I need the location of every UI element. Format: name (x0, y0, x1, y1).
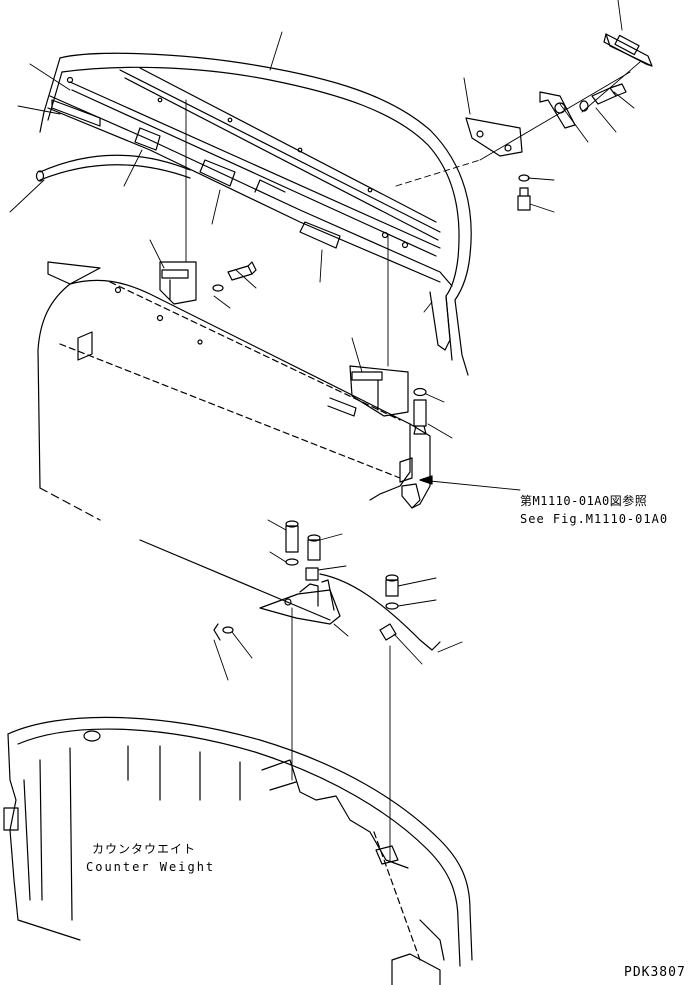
reference-label-jp: 第M1110-01A0図参照 (520, 494, 648, 508)
reference-label-en: See Fig.M1110-01A0 (520, 512, 669, 526)
counterweight-label-jp: カウンタウエイト (92, 842, 197, 856)
center-lines (185, 61, 641, 863)
hinge-right (349, 365, 427, 435)
cooling-box (37, 261, 431, 621)
counter-weight (3, 716, 473, 985)
hinge-left (159, 261, 257, 305)
counterweight-label-en: Counter Weight (86, 860, 216, 874)
reference-arrow (419, 475, 433, 485)
latch-assembly (465, 33, 653, 211)
stay-bracket (213, 520, 441, 651)
engine-hood (39, 52, 472, 376)
drawing-code: PDK3807 (624, 965, 686, 980)
seal-strip (35, 154, 191, 182)
hood-left-strip (51, 99, 101, 127)
leader-lines (9, 0, 635, 681)
